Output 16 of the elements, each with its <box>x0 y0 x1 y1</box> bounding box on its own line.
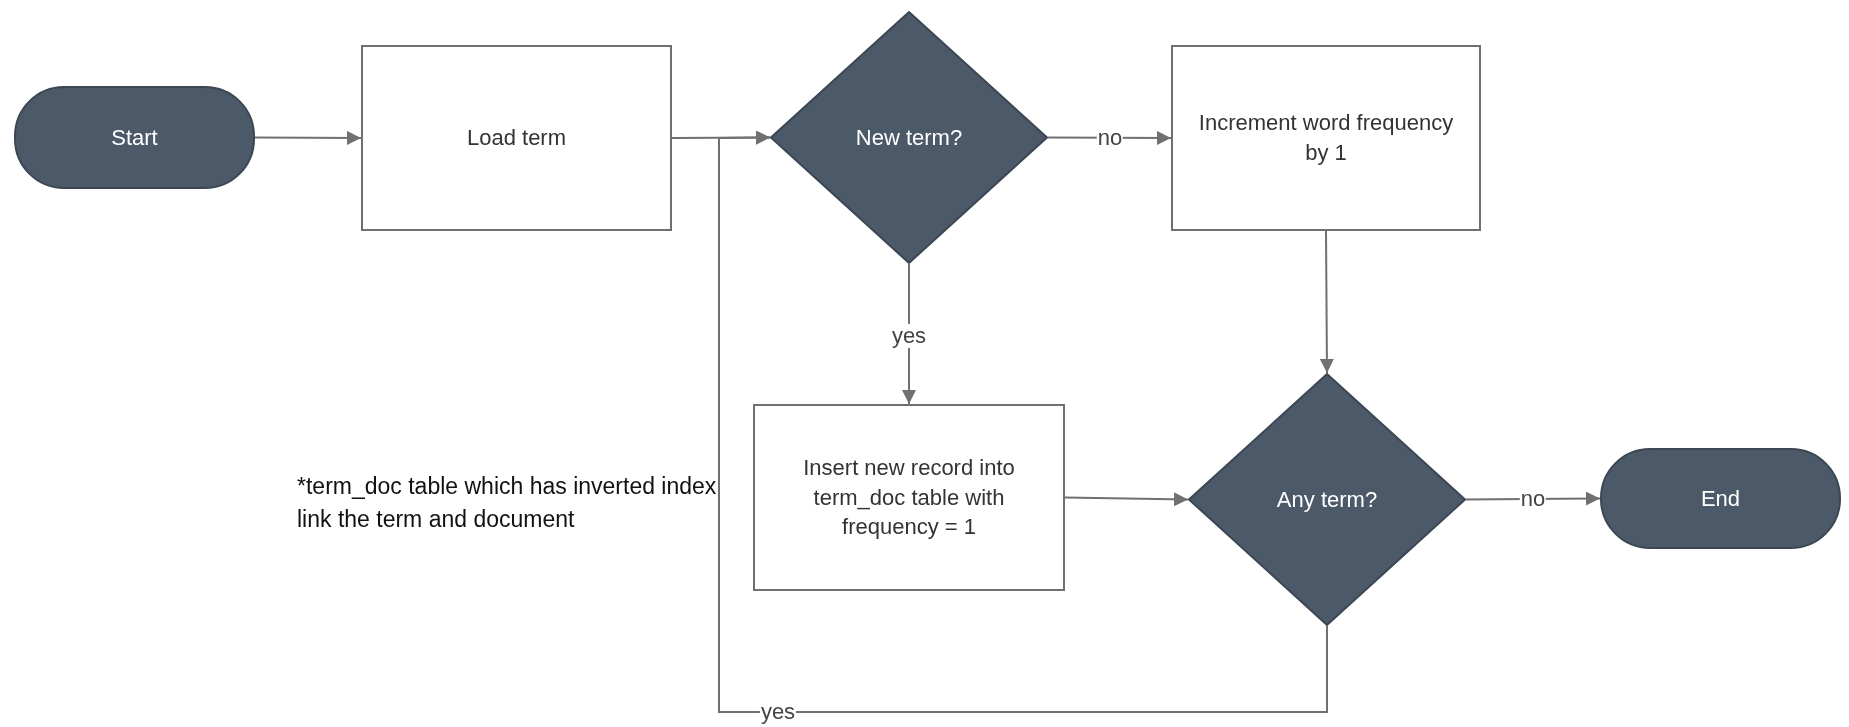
arrow <box>254 130 362 145</box>
node-text: Increment word frequency by 1 <box>1197 109 1455 167</box>
note-text: *term_doc table which has inverted index link the term and document <box>297 472 717 535</box>
arrow <box>1319 230 1334 374</box>
node-text: Load term <box>465 124 568 153</box>
node-text: Any term? <box>1275 485 1379 514</box>
node-text: Insert new record into term_doc table with frequency = 1 <box>802 453 1016 542</box>
node-text: End <box>1699 484 1742 513</box>
process-box <box>1171 45 1481 231</box>
arrow <box>718 130 1328 713</box>
node-text: New term? <box>854 123 964 152</box>
process-box <box>753 404 1065 591</box>
node-text: Start <box>110 123 159 152</box>
arrow <box>1064 492 1189 507</box>
edge-label: yes <box>890 323 928 349</box>
process-box <box>361 45 672 231</box>
